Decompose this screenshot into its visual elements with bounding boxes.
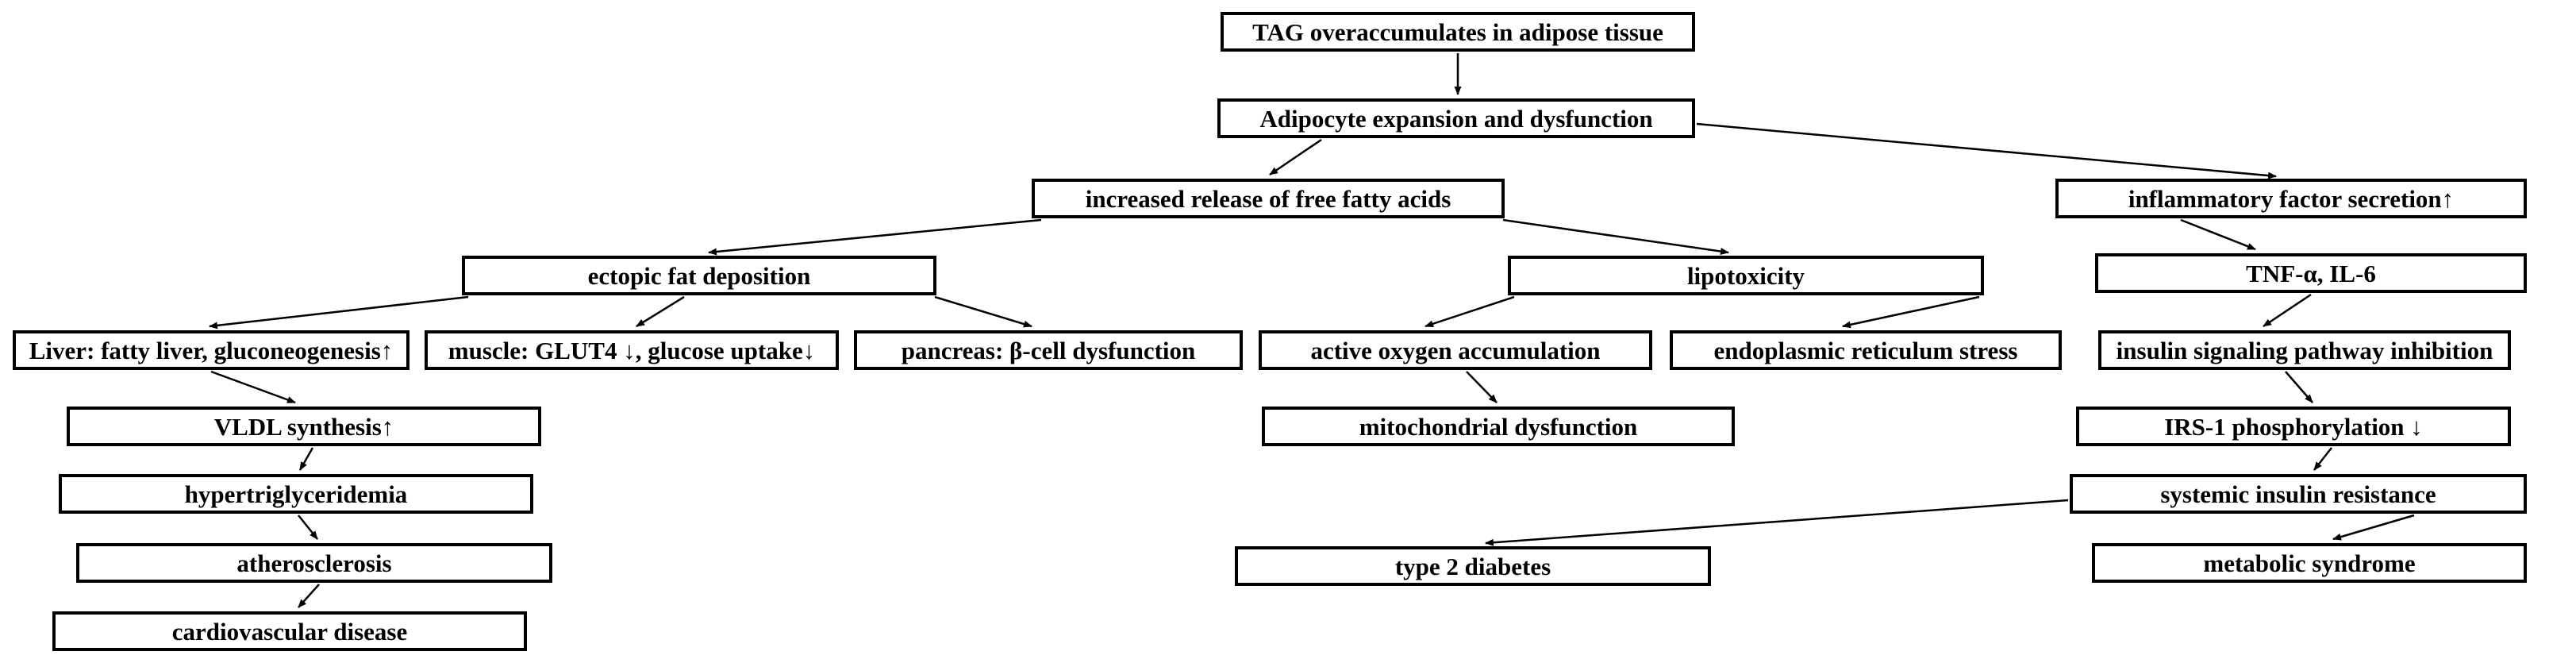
node-tnf-il6: TNF-α, IL-6 (2095, 253, 2527, 293)
arrow-tnf-insulin-signaling (2263, 293, 2312, 328)
node-er-stress: endoplasmic reticulum stress (1670, 330, 2062, 370)
arrow-active-oxygen-mitochondrial (1466, 371, 1498, 403)
arrow-liver-vldl (210, 370, 296, 404)
node-mitochondrial-dysfunction: mitochondrial dysfunction (1262, 407, 1735, 446)
node-muscle-glut4: muscle: GLUT4 ↓, glucose uptake↓ (425, 330, 839, 370)
node-hypertriglyceridemia: hypertriglyceridemia (59, 474, 533, 514)
arrow-irs1-systemic (2313, 447, 2332, 471)
arrow-ffa-ectopic (708, 218, 1042, 256)
node-tag-overaccumulation: TAG overaccumulates in adipose tissue (1221, 12, 1695, 52)
arrow-lipotoxicity-active-oxygen (1424, 295, 1515, 328)
node-insulin-signaling-inhibition: insulin signaling pathway inhibition (2098, 330, 2511, 370)
node-ffa-release: increased release of free fatty acids (1032, 179, 1505, 218)
arrow-insulin-signaling-irs1 (2285, 371, 2313, 403)
node-type2-diabetes: type 2 diabetes (1235, 546, 1711, 586)
node-lipotoxicity: lipotoxicity (1508, 256, 1984, 295)
node-inflammatory-secretion: inflammatory factor secretion↑ (2055, 179, 2527, 218)
node-vldl-synthesis: VLDL synthesis↑ (67, 407, 541, 446)
node-irs1-phosphorylation: IRS-1 phosphorylation ↓ (2076, 407, 2511, 446)
arrow-atherosclerosis-cardiovascular (298, 584, 320, 608)
arrow-hypertriglyceridemia-atherosclerosis (298, 514, 318, 540)
node-cardiovascular-disease: cardiovascular disease (52, 611, 527, 651)
node-metabolic-syndrome: metabolic syndrome (2092, 543, 2527, 583)
arrow-adipocyte-inflammatory (1696, 122, 2277, 179)
node-systemic-insulin-resistance: systemic insulin resistance (2070, 474, 2527, 514)
arrow-ectopic-muscle (636, 295, 685, 328)
node-active-oxygen: active oxygen accumulation (1259, 330, 1652, 370)
arrow-ectopic-pancreas (934, 295, 1032, 328)
node-liver-fatty-liver: Liver: fatty liver, gluconeogenesis↑ (13, 330, 409, 370)
arrow-systemic-type2-diabetes (1485, 499, 2069, 546)
arrow-systemic-metabolic-syndrome (2332, 514, 2415, 541)
arrow-adipocyte-ffa (1269, 138, 1322, 176)
arrow-ectopic-liver (209, 295, 469, 330)
arrow-ffa-lipotoxicity (1502, 218, 1729, 256)
node-ectopic-fat-deposition: ectopic fat deposition (462, 256, 936, 295)
node-atherosclerosis: atherosclerosis (76, 543, 552, 583)
node-adipocyte-expansion: Adipocyte expansion and dysfunction (1217, 98, 1695, 138)
arrow-inflammatory-tnf (2180, 218, 2256, 251)
node-pancreas-beta-cell: pancreas: β-cell dysfunction (854, 330, 1243, 370)
arrow-lipotoxicity-er-stress (1842, 295, 1980, 329)
arrow-vldl-hypertriglyceridemia (298, 447, 314, 471)
